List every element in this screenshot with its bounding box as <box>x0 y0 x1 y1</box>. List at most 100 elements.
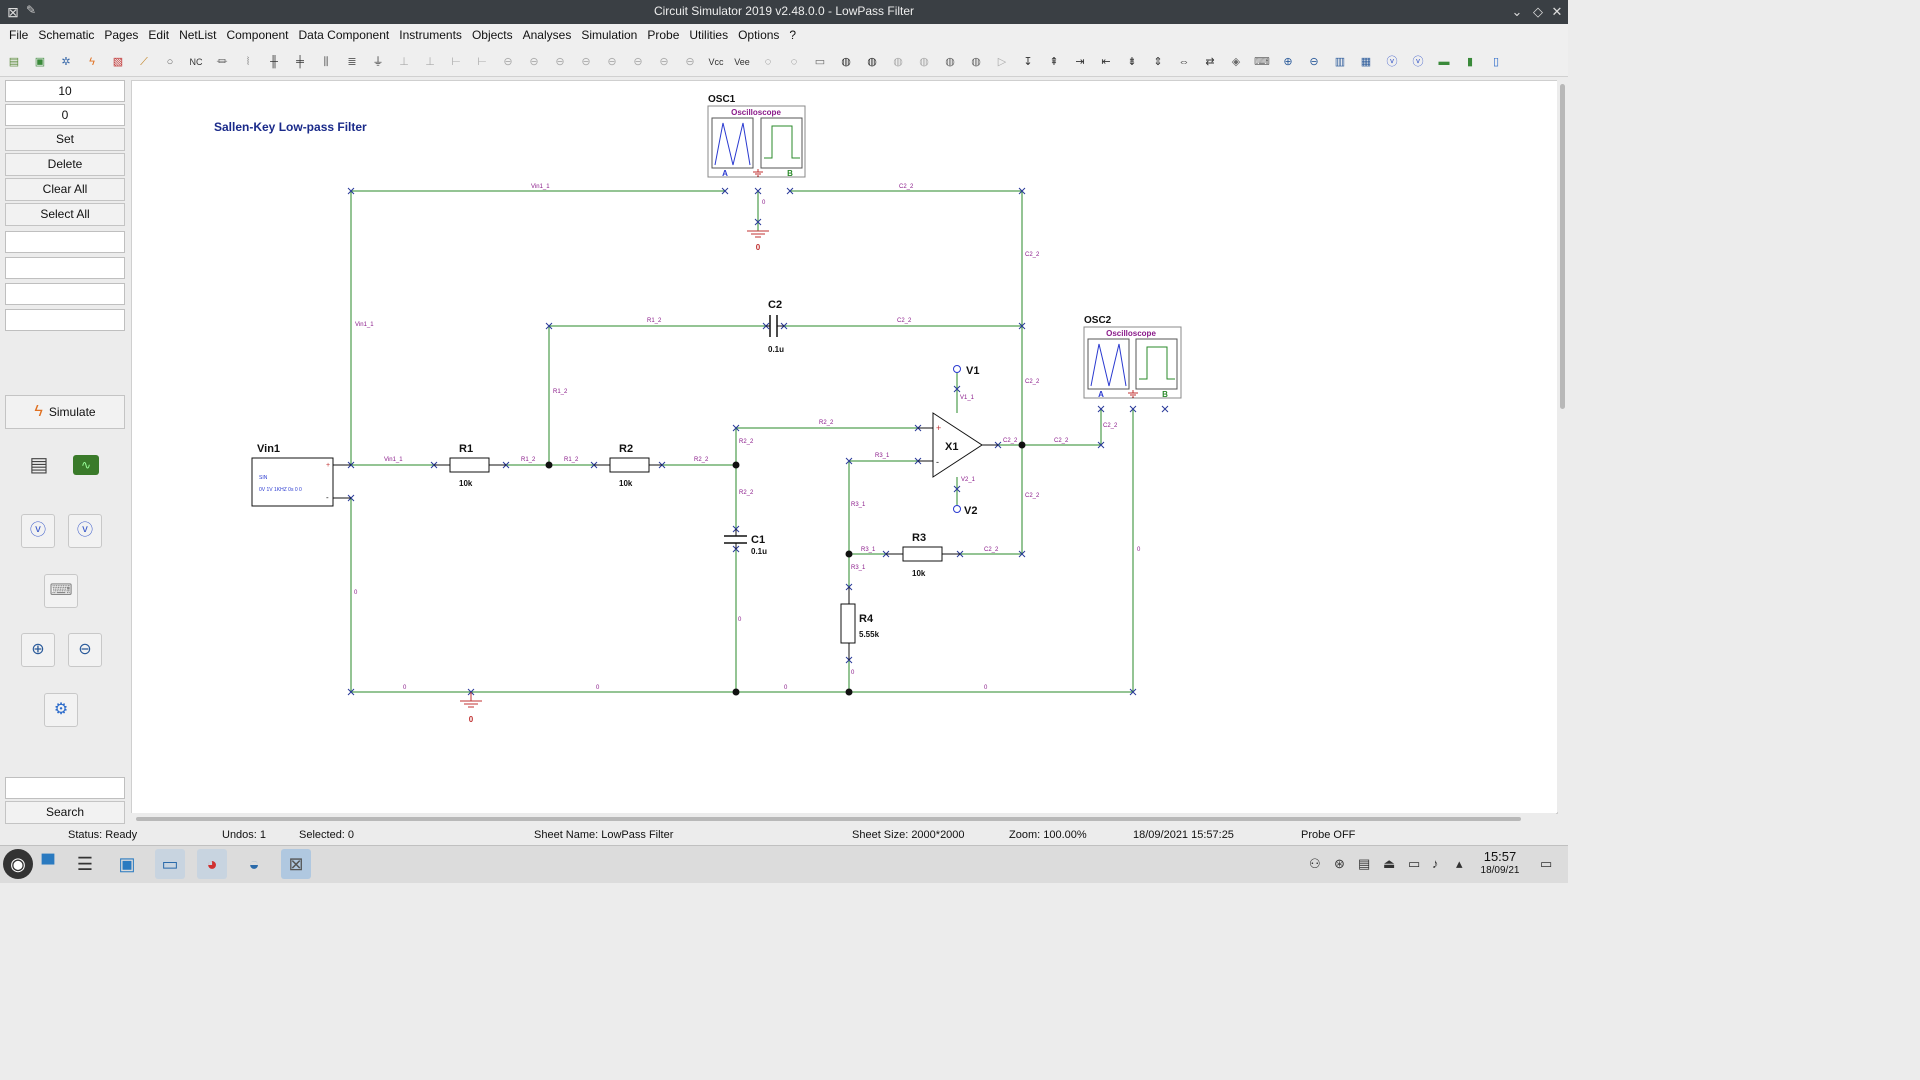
notifications-icon[interactable]: ⚇ <box>1309 856 1321 871</box>
bjt-pnp-icon[interactable]: ◍ <box>867 56 877 68</box>
ground-icon[interactable]: ⏚ <box>372 56 384 68</box>
file-manager-icon[interactable]: ▭ <box>155 849 185 879</box>
arrow-up-icon[interactable]: ⇞ <box>1049 56 1059 68</box>
ammeter-icon[interactable]: ⓥ <box>1412 56 1424 68</box>
resistor-r4[interactable]: R4 5.55k <box>840 587 880 660</box>
bjt-npn-icon[interactable]: ◍ <box>841 56 851 68</box>
arrow-left-icon[interactable]: ⇤ <box>1101 56 1111 68</box>
ic-icon[interactable]: ⌨ <box>1254 56 1270 68</box>
empty-field-2[interactable] <box>5 257 125 279</box>
value-field-2[interactable]: 0 <box>5 104 125 126</box>
tray-expand-icon[interactable]: ▴ <box>1456 856 1463 871</box>
menu-edit[interactable]: Edit <box>148 28 170 42</box>
vcc-button[interactable]: Vcc <box>708 57 724 67</box>
chart-icon[interactable]: ▧ <box>112 56 124 68</box>
battery-green-icon[interactable]: ▮ <box>1466 56 1474 68</box>
minimize-icon[interactable]: ⌄ <box>1511 4 1523 19</box>
menu-utilities[interactable]: Utilities <box>689 28 729 42</box>
menu-instruments[interactable]: Instruments <box>399 28 462 42</box>
current-source-icon[interactable]: ⊖ <box>529 56 539 68</box>
oscilloscope-icon[interactable]: ∿ <box>73 455 99 475</box>
show-desktop-icon[interactable]: ▭ <box>1540 856 1553 871</box>
delete-button[interactable]: Delete <box>5 153 125 176</box>
maximize-icon[interactable]: ◇ <box>1533 4 1543 19</box>
update-icon[interactable]: ⊛ <box>1334 856 1345 871</box>
multimeter-icon[interactable]: ▥ <box>1334 56 1346 68</box>
network-icon[interactable]: ▭ <box>1408 856 1421 871</box>
zener-icon[interactable]: ⊥ <box>425 56 435 68</box>
rotate-icon[interactable]: ⇄ <box>1205 56 1215 68</box>
value-field-1[interactable]: 10 <box>5 80 125 102</box>
mirror-icon[interactable]: ◈ <box>1231 56 1241 68</box>
gear-icon[interactable]: ⚙ <box>44 693 78 727</box>
vee-button[interactable]: Vee <box>734 57 750 67</box>
pin-icon[interactable]: ✎ <box>26 3 37 17</box>
wire-icon[interactable]: ⟋ <box>140 56 148 68</box>
oscilloscope-icon[interactable]: ▦ <box>1360 56 1372 68</box>
menu-analyses[interactable]: Analyses <box>522 28 572 42</box>
inductor-icon[interactable]: ⦚ <box>246 56 250 68</box>
arrow-right-icon[interactable]: ⇥ <box>1075 56 1085 68</box>
menu-component[interactable]: Component <box>226 28 289 42</box>
menu-file[interactable]: File <box>9 28 29 42</box>
schematic-canvas[interactable]: Sallen-Key Low-pass Filter <box>131 80 1558 814</box>
nc-button[interactable]: NC <box>189 57 203 67</box>
empty-field-4[interactable] <box>5 309 125 331</box>
mosfet-n-icon[interactable]: ◍ <box>945 56 955 68</box>
menu-data-component[interactable]: Data Component <box>298 28 390 42</box>
supply-v2[interactable]: V2 <box>953 505 978 517</box>
vcvs-icon[interactable]: ⊖ <box>555 56 565 68</box>
arrow-down-icon[interactable]: ⇟ <box>1127 56 1137 68</box>
jfet-p-icon[interactable]: ◍ <box>919 56 929 68</box>
ground-bottom[interactable]: 0 <box>460 692 482 724</box>
volume-icon[interactable]: ♪ <box>1432 856 1439 871</box>
store-icon[interactable]: ▣ <box>118 854 136 874</box>
voltmeter-ac-icon[interactable]: ⓥ <box>68 514 102 548</box>
save-icon[interactable]: ▣ <box>34 56 46 68</box>
opamp-x1[interactable]: + - X1 <box>918 412 998 478</box>
zoom-out-icon[interactable]: ⊖ <box>68 633 102 667</box>
polar-capacitor-icon[interactable]: ╪ <box>296 56 304 68</box>
flip-horizontal-icon[interactable]: ⇔ <box>1178 56 1190 68</box>
resistor-r3[interactable]: R3 10k <box>886 532 960 578</box>
usb-icon[interactable]: ⏏ <box>1383 856 1396 871</box>
new-schematic-icon[interactable]: ▤ <box>8 56 20 68</box>
probe-icon[interactable]: ↧ <box>1023 56 1033 68</box>
system-settings-icon[interactable]: ☰ <box>76 854 94 874</box>
ccvs-icon[interactable]: ⊖ <box>607 56 617 68</box>
voltmeter-dc-icon[interactable]: ⓥ <box>21 514 55 548</box>
jfet-n-icon[interactable]: ◍ <box>893 56 903 68</box>
voltmeter-icon[interactable]: ⓥ <box>1386 56 1398 68</box>
zoom-in-icon[interactable]: ⊕ <box>21 633 55 667</box>
empty-field-3[interactable] <box>5 283 125 305</box>
transformer-icon[interactable]: ⫼ <box>323 56 329 68</box>
search-button[interactable]: Search <box>5 801 125 824</box>
supply-v1[interactable]: V1 <box>953 365 980 377</box>
settings-icon[interactable]: ✲ <box>61 56 71 68</box>
thunderbird-icon[interactable]: ◒ <box>248 854 260 874</box>
multimeter-icon[interactable]: ▤ <box>29 454 49 476</box>
capacitor-c2[interactable]: C2 0.1u <box>766 299 784 354</box>
diode-icon[interactable]: ⊥ <box>399 56 409 68</box>
opamp-icon[interactable]: ▭ <box>814 56 826 68</box>
node-icon[interactable]: ○ <box>166 56 174 68</box>
device-icon[interactable]: ▯ <box>1492 56 1500 68</box>
capacitor-c1[interactable]: C1 0.1u <box>724 529 767 556</box>
menu-pages[interactable]: Pages <box>104 28 139 42</box>
zoom-in-icon[interactable]: ⊕ <box>1283 56 1293 68</box>
vccs-icon[interactable]: ⊖ <box>581 56 591 68</box>
flip-vertical-icon[interactable]: ⇕ <box>1153 56 1163 68</box>
circuit-simulator-task-icon[interactable]: ⊠ <box>281 849 311 879</box>
buffer-icon[interactable]: ▷ <box>997 56 1007 68</box>
voltage-source-icon[interactable]: ⊖ <box>503 56 513 68</box>
resistor-r1[interactable]: R1 10k <box>434 443 506 488</box>
chrome-icon[interactable]: ◕ <box>197 849 227 879</box>
search-input[interactable] <box>5 777 125 799</box>
vertical-scrollbar[interactable] <box>1557 80 1568 812</box>
resistor-r2[interactable]: R2 10k <box>594 443 662 488</box>
oscilloscope-osc2[interactable]: OSC2 Oscilloscope A B <box>1083 315 1182 399</box>
menu-help[interactable]: ? <box>789 28 797 42</box>
ic-chip-icon[interactable]: ⌨ <box>44 574 78 608</box>
clear-all-button[interactable]: Clear All <box>5 178 125 201</box>
